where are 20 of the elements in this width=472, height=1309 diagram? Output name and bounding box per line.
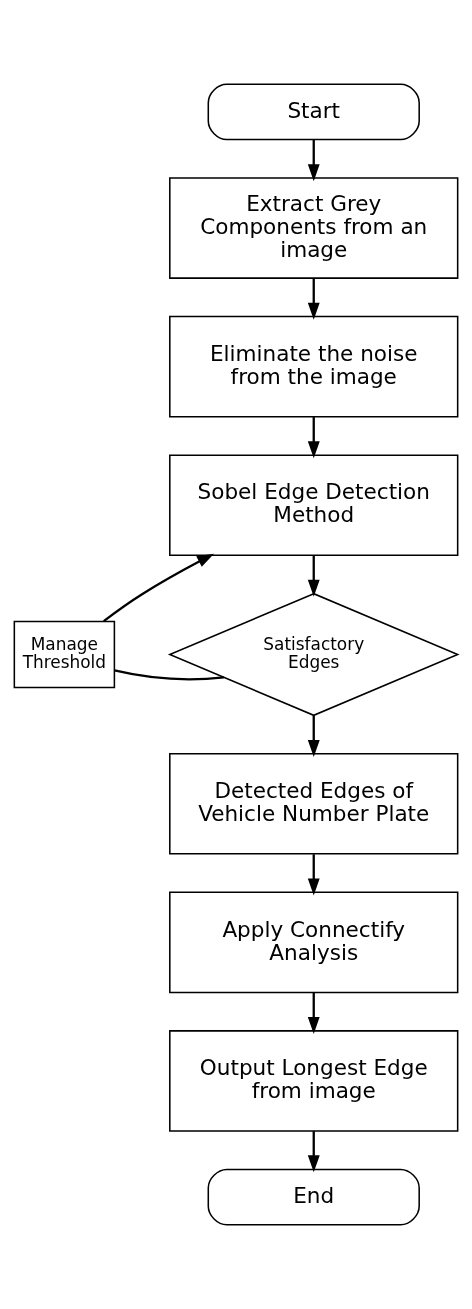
node-box: Output Longest Edge from image	[169, 1030, 459, 1132]
node-box: Detected Edges of Vehicle Number Plate	[169, 753, 459, 855]
arrow	[307, 1131, 320, 1173]
node-box: Apply Connectify Analysis	[169, 891, 459, 994]
node-diamond: Satisfactory Edges	[167, 592, 460, 717]
node-box: Sobel Edge Detection Method	[169, 454, 459, 556]
node-box: Extract Grey Components from an image	[169, 177, 459, 279]
arrow	[307, 854, 320, 896]
node-box: Eliminate the noise from the image	[169, 315, 459, 418]
arrow	[307, 715, 320, 758]
node-box: End	[207, 1168, 420, 1226]
arrow	[307, 555, 320, 597]
arrow	[307, 139, 320, 182]
node-box: Start	[207, 83, 420, 141]
node-box: Manage Threshold	[13, 620, 116, 689]
arrow	[307, 417, 320, 459]
arrow	[103, 553, 214, 623]
connector	[114, 669, 224, 681]
arrow	[307, 992, 320, 1035]
arrow	[307, 278, 320, 320]
